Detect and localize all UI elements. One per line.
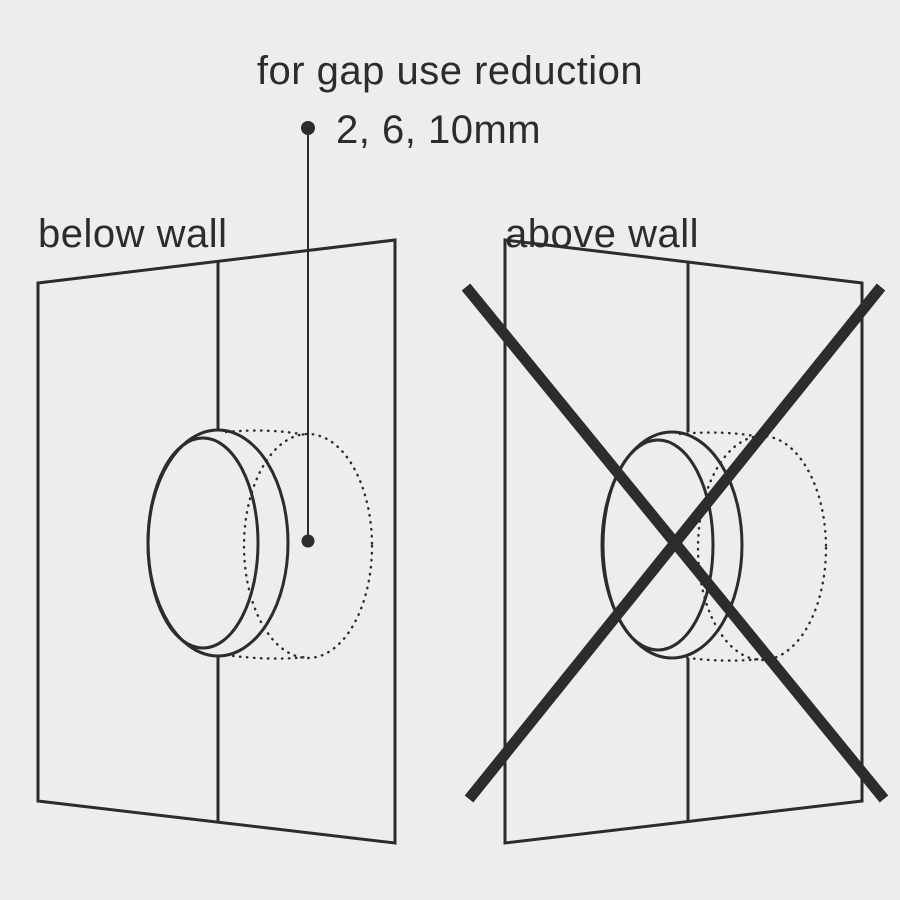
right-socket-extended-dotted-outline <box>696 434 828 662</box>
left-panel-label: below wall <box>38 212 228 256</box>
left-socket-extended-dotted-outline <box>242 432 374 660</box>
left-extension-bottom-dotted-edge <box>224 653 308 660</box>
right-wall-outline <box>503 238 864 845</box>
left-socket-face <box>146 436 260 650</box>
right-panel: above wall <box>461 212 889 845</box>
bullet-dot <box>301 121 315 135</box>
left-extension-top-dotted-edge <box>224 429 308 437</box>
cross-out-stroke-2 <box>464 283 886 803</box>
annotation: for gap use reduction 2, 6, 10mm <box>257 49 643 548</box>
right-extension-bottom-dotted-edge <box>678 655 762 662</box>
left-wall-outline <box>36 238 397 845</box>
cross-out-mark <box>461 283 889 803</box>
right-panel-label: above wall <box>505 212 699 256</box>
annotation-title: for gap use reduction <box>257 49 643 93</box>
left-panel: below wall <box>36 212 397 845</box>
annotation-subtitle: 2, 6, 10mm <box>336 108 541 152</box>
left-socket-outer-ring <box>146 428 290 658</box>
right-socket-face <box>601 438 715 652</box>
right-extension-top-dotted-edge <box>678 431 762 439</box>
leader-endpoint-dot <box>301 534 315 548</box>
